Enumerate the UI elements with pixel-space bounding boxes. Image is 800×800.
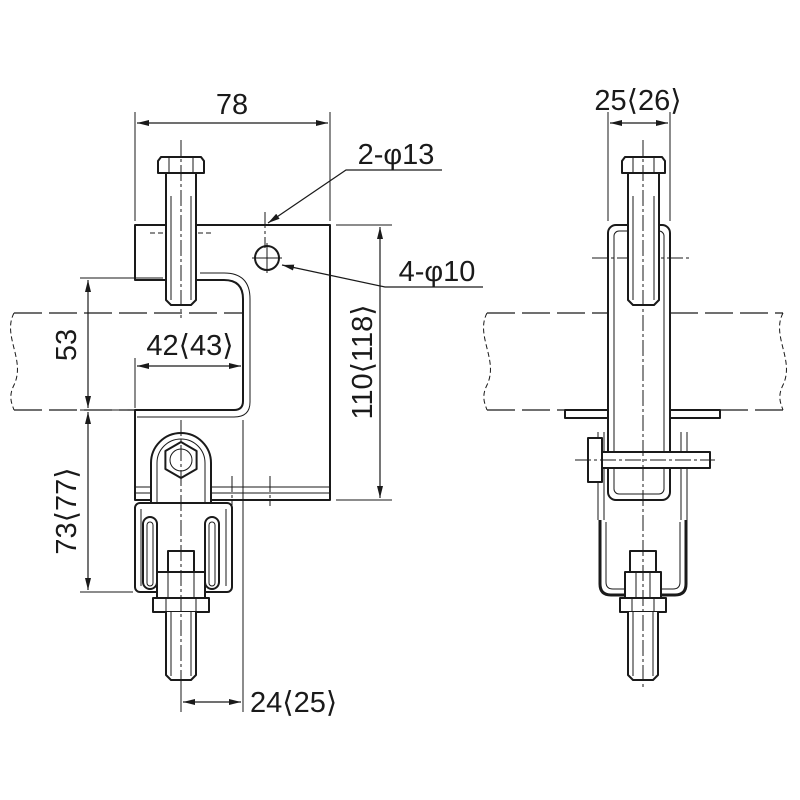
- top-bolt-head-faces-left: [168, 157, 194, 173]
- top-bolt-thread-lines-left: [170, 196, 192, 300]
- top-bolt-left: [157, 140, 205, 318]
- dim-78-label: 78: [216, 89, 248, 121]
- bracket-slot-left-a-inner: [146, 521, 154, 587]
- hanging-rod-threads-right: [632, 612, 654, 676]
- flange-wing-right: [669, 409, 721, 419]
- dim-78-extension-lines: [134, 112, 331, 221]
- lower-nut-faces-left: [167, 572, 195, 598]
- top-bolt-head-faces-right: [632, 157, 655, 173]
- side-hole-center-cross: [252, 243, 282, 273]
- dim-53-extension-lines: [80, 277, 163, 411]
- side-hole-leader: [281, 264, 483, 288]
- hanger-assembly-left: [134, 420, 233, 690]
- dim-42-label: 42⟨43⟩: [146, 330, 233, 362]
- bracket-slot-left-b: [204, 516, 220, 590]
- flange-wing-left: [564, 409, 609, 419]
- lower-washer-faces-right: [631, 598, 655, 612]
- hanging-rod-threads-left: [170, 612, 192, 676]
- lower-washer-faces-left: [165, 598, 197, 612]
- dim-110-label: 110⟨118⟩: [347, 304, 379, 419]
- dim-24-label: 24⟨25⟩: [250, 687, 337, 719]
- bracket-slot-left-b-inner: [208, 521, 216, 587]
- beam-break-line-left: [10, 312, 18, 411]
- side-hole-callout: 4-φ10: [399, 256, 476, 288]
- dim-24-extension-lines: [180, 420, 244, 712]
- beam-outline-left: [10, 312, 243, 411]
- dim-25-extension-lines: [607, 112, 671, 221]
- beam-outline-right: [483, 312, 787, 411]
- beam-break-line-right-b: [779, 312, 787, 411]
- clamp-plate-inner-edge: [137, 272, 251, 418]
- left-view: 78 2-φ13 4-φ10 110⟨118⟩ 53 42⟨43⟩ 73⟨77⟩: [10, 89, 483, 719]
- dimensions-right: 25⟨26⟩: [594, 85, 682, 221]
- u-bracket-inner-edges-left: [140, 509, 227, 586]
- dimensions-left: 78 2-φ13 4-φ10 110⟨118⟩ 53 42⟨43⟩ 73⟨77⟩: [51, 89, 483, 719]
- top-bolt-right: [621, 156, 666, 306]
- dim-53-label: 53: [51, 329, 83, 361]
- lower-nut-faces-right: [635, 572, 651, 598]
- beam-break-line-right-a: [483, 312, 491, 411]
- top-bolt-thread-lines-right: [632, 196, 655, 300]
- bottom-hole-center-marks: [231, 476, 271, 506]
- top-hole-callout: 2-φ13: [358, 139, 435, 171]
- right-view: 25⟨26⟩: [483, 85, 787, 690]
- dim-25-label: 25⟨26⟩: [594, 85, 681, 117]
- bracket-slot-left-a: [142, 516, 158, 590]
- dim-73-label: 73⟨77⟩: [51, 467, 83, 554]
- top-hole-leader: [267, 169, 442, 224]
- clamp-body-left: [134, 212, 331, 506]
- dim-110-extension-lines: [336, 224, 392, 501]
